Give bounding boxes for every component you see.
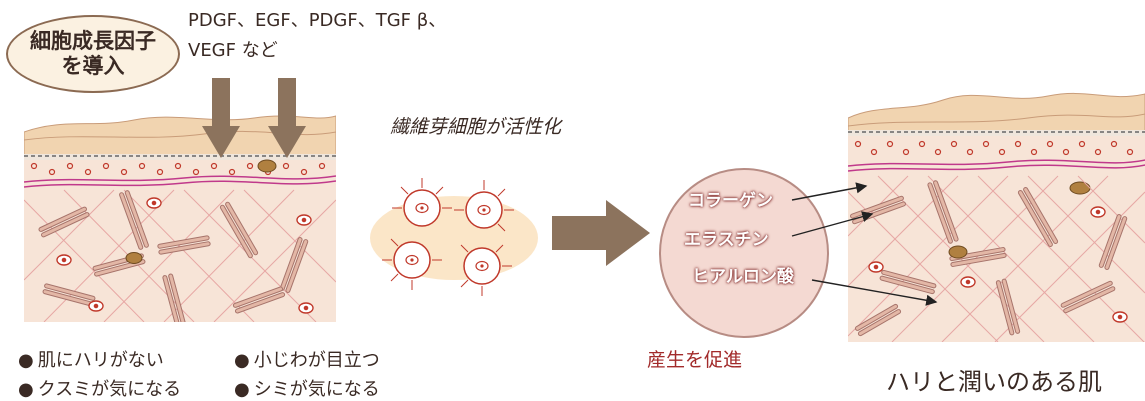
symptom-item: 小じわが目立つ	[234, 346, 380, 372]
growth-factor-badge: 細胞成長因子 を導入	[6, 15, 180, 93]
badge-line-2: を導入	[61, 54, 125, 78]
production-circle	[659, 168, 829, 338]
growth-factor-list: PDGF、EGF、PDGF、TGF β、 VEGF など	[188, 6, 446, 66]
result-label: ハリと潤いのある肌	[886, 368, 1102, 396]
factors-line-1: PDGF、EGF、PDGF、TGF β、	[188, 10, 447, 31]
product-hyaluronic-acid: ヒアルロン酸	[692, 267, 794, 287]
skin-before-illustration	[24, 115, 336, 322]
fibroblast-cells	[370, 178, 538, 296]
product-elastin: エラスチン	[684, 230, 769, 250]
symptom-item: シミが気になる	[234, 375, 380, 401]
factors-line-2: VEGF など	[188, 40, 278, 61]
production-label: 産生を促進	[647, 349, 743, 371]
fibroblast-activation-label: 繊維芽細胞が活性化	[390, 116, 562, 138]
arrows-into-skin	[202, 78, 306, 158]
symptom-item: 肌にハリがない	[18, 346, 164, 372]
symptom-item: クスミが気になる	[18, 375, 181, 401]
product-arrows	[791, 182, 938, 306]
process-arrow	[552, 200, 650, 266]
skin-after-illustration	[848, 92, 1145, 342]
badge-line-1: 細胞成長因子	[30, 29, 156, 54]
product-collagen: コラーゲン	[688, 191, 773, 211]
